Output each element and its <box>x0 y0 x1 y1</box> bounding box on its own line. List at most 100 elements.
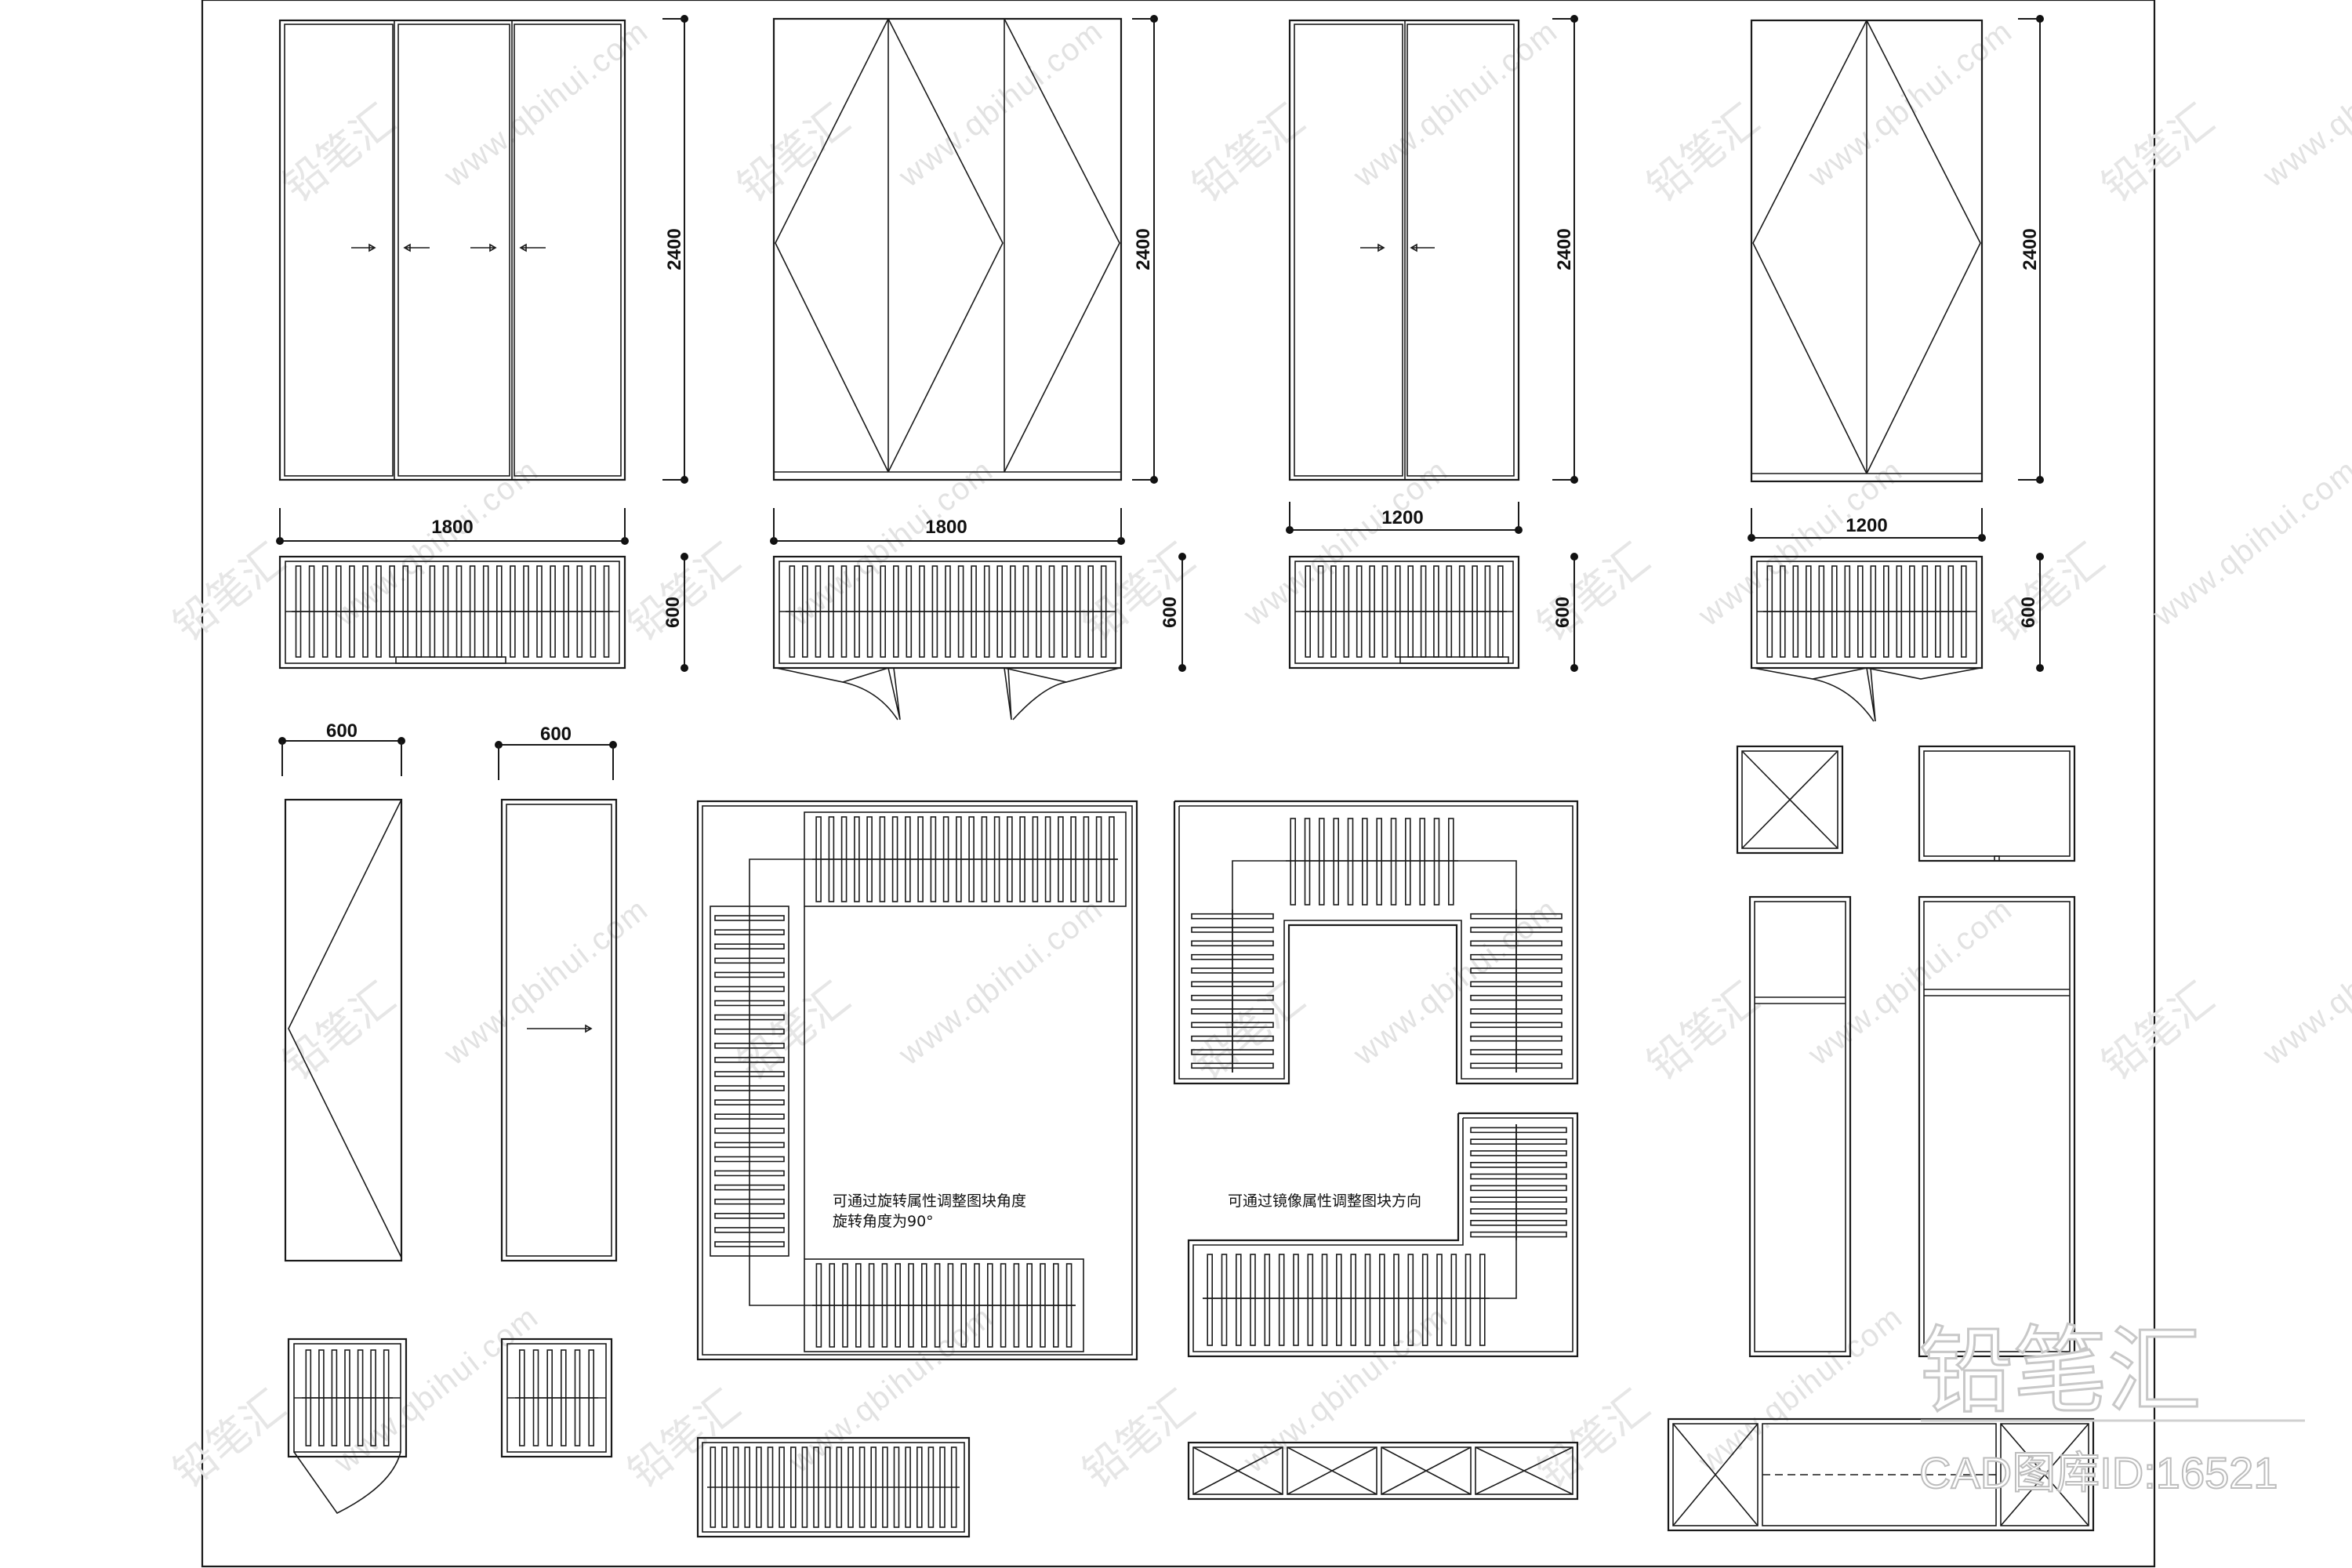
elevation-sliding-2door <box>1288 19 1520 481</box>
hanger <box>1336 1254 1342 1346</box>
hanger <box>1333 818 1339 906</box>
watermark-url: www.qbihui.com <box>892 13 1110 194</box>
watermark-logo-text: 铅笔汇 <box>1919 1317 2201 1426</box>
hanger <box>1278 1254 1285 1346</box>
watermark-brand: 铅笔汇 <box>1528 1381 1658 1497</box>
watermark-brand: 铅笔汇 <box>164 1381 294 1497</box>
watermark-brand: 铅笔汇 <box>619 1381 749 1497</box>
dim-600-b: 600 <box>1160 597 1181 628</box>
hanger-group <box>1763 565 1970 658</box>
hanger <box>1364 1254 1371 1346</box>
elevation-swing-2door <box>1750 19 1984 483</box>
watermark-url: www.qbihui.com <box>1692 1299 1910 1479</box>
watermark-url: www.qbihui.com <box>782 1299 1000 1479</box>
hanger-group <box>1286 818 1458 906</box>
watermark-brand: 铅笔汇 <box>2092 973 2223 1090</box>
dim-2400-b: 2400 <box>1133 228 1154 270</box>
hanger <box>1347 818 1354 906</box>
watermark-url: www.qbihui.com <box>1802 891 2020 1072</box>
hanger-group <box>1470 1124 1567 1240</box>
dimension-depth-group: 600 600 600 600 <box>662 553 2044 672</box>
watermark-brand: 铅笔汇 <box>1638 973 1768 1090</box>
hanger-group <box>714 911 785 1251</box>
hanger <box>1470 1185 1567 1192</box>
watermark-logo-id: CAD图库ID:16521 <box>1919 1448 2278 1497</box>
elevation-swing-3door <box>772 17 1123 481</box>
dim-600-a: 600 <box>662 597 684 628</box>
hanger <box>1448 818 1454 906</box>
hanger <box>1405 818 1411 906</box>
dim-600-c: 600 <box>1552 597 1573 628</box>
sheet-border <box>201 0 2156 1568</box>
hanger <box>1407 1254 1414 1346</box>
hanger-group <box>707 1446 960 1528</box>
watermark-url: www.qbihui.com <box>892 891 1110 1072</box>
hanger <box>1433 818 1440 906</box>
bottom-strips <box>696 1417 2095 1538</box>
hanger <box>1470 1173 1567 1180</box>
plan-swing-3door <box>772 555 1123 720</box>
hanger <box>1293 1254 1299 1346</box>
hanger-group <box>292 565 613 658</box>
hanger-group <box>1203 1254 1490 1346</box>
dim-2400-d: 2400 <box>2020 228 2041 270</box>
hanger-group <box>1301 565 1507 658</box>
hanger <box>1421 1254 1428 1346</box>
hanger <box>1350 1254 1356 1346</box>
hanger <box>1470 1127 1567 1134</box>
hanger <box>1264 1254 1271 1346</box>
hanger-group <box>302 1349 393 1446</box>
hanger <box>1307 1254 1314 1346</box>
plan-swing-2door <box>1750 555 1984 722</box>
dim-2400-c: 2400 <box>1554 228 1575 270</box>
hanger <box>1436 1254 1443 1346</box>
watermark-brand: 铅笔汇 <box>1983 534 2113 651</box>
hanger <box>1207 1254 1213 1346</box>
dim-1200-a: 1200 <box>1381 507 1423 528</box>
watermark-url: www.qbihui.com <box>2256 13 2352 194</box>
watermark-url: www.qbihui.com <box>437 891 655 1072</box>
note-mirror: 可通过镜像属性调整图块方向 <box>1228 1192 1421 1210</box>
watermark-brand: 铅笔汇 <box>1528 534 1658 651</box>
hanger <box>1379 1254 1385 1346</box>
hanger <box>1221 1254 1228 1346</box>
hanger <box>1470 1208 1567 1214</box>
dimension-2400-group: 2400 2400 2400 2400 <box>662 15 2044 484</box>
dim-600-w-a: 600 <box>326 720 358 742</box>
dim-600-w-b: 600 <box>540 724 572 745</box>
hanger <box>1321 1254 1328 1346</box>
hanger <box>1393 1254 1399 1346</box>
watermark-brand: 铅笔汇 <box>274 973 404 1090</box>
watermark-logo: 铅笔汇 CAD图库ID:16521 <box>1918 1316 2305 1498</box>
hanger <box>1236 1254 1242 1346</box>
watermark-brand: 铅笔汇 <box>1073 1381 1203 1497</box>
hanger <box>1390 818 1397 906</box>
watermark-url: www.qbihui.com <box>1692 452 1910 633</box>
watermark-url: www.qbihui.com <box>1802 13 2020 194</box>
hanger <box>1470 1150 1567 1156</box>
watermark-brand: 铅笔汇 <box>2092 95 2223 212</box>
hanger <box>1479 1254 1486 1346</box>
watermark-brand: 铅笔汇 <box>274 95 404 212</box>
hanger <box>1250 1254 1256 1346</box>
watermark-url: www.qbihui.com <box>1347 13 1565 194</box>
hanger <box>1465 1254 1472 1346</box>
right-side-units <box>1736 745 2076 1358</box>
hanger-group <box>786 565 1110 658</box>
hanger <box>1376 818 1382 906</box>
u-layout-mirror: 可通过镜像属性调整图块方向 <box>1173 800 1579 1358</box>
hanger <box>1319 818 1325 906</box>
single-units-600: 600 600 <box>278 720 618 1515</box>
watermark-brand: 铅笔汇 <box>164 534 294 651</box>
corner-layout-rotate: 可通过旋转属性调整图块角度 旋转角度为90° <box>696 800 1138 1361</box>
hanger <box>1419 818 1425 906</box>
dimension-width-group: 1800 1800 1200 1200 <box>276 502 1986 545</box>
watermark-url: www.qbihui.com <box>2147 452 2352 633</box>
watermark-brand: 铅笔汇 <box>728 973 858 1090</box>
dim-2400-a: 2400 <box>664 228 685 270</box>
hanger-group <box>515 1349 598 1446</box>
plan-sliding-3door <box>278 555 626 670</box>
dim-1200-b: 1200 <box>1846 515 1887 536</box>
hanger <box>1362 818 1368 906</box>
